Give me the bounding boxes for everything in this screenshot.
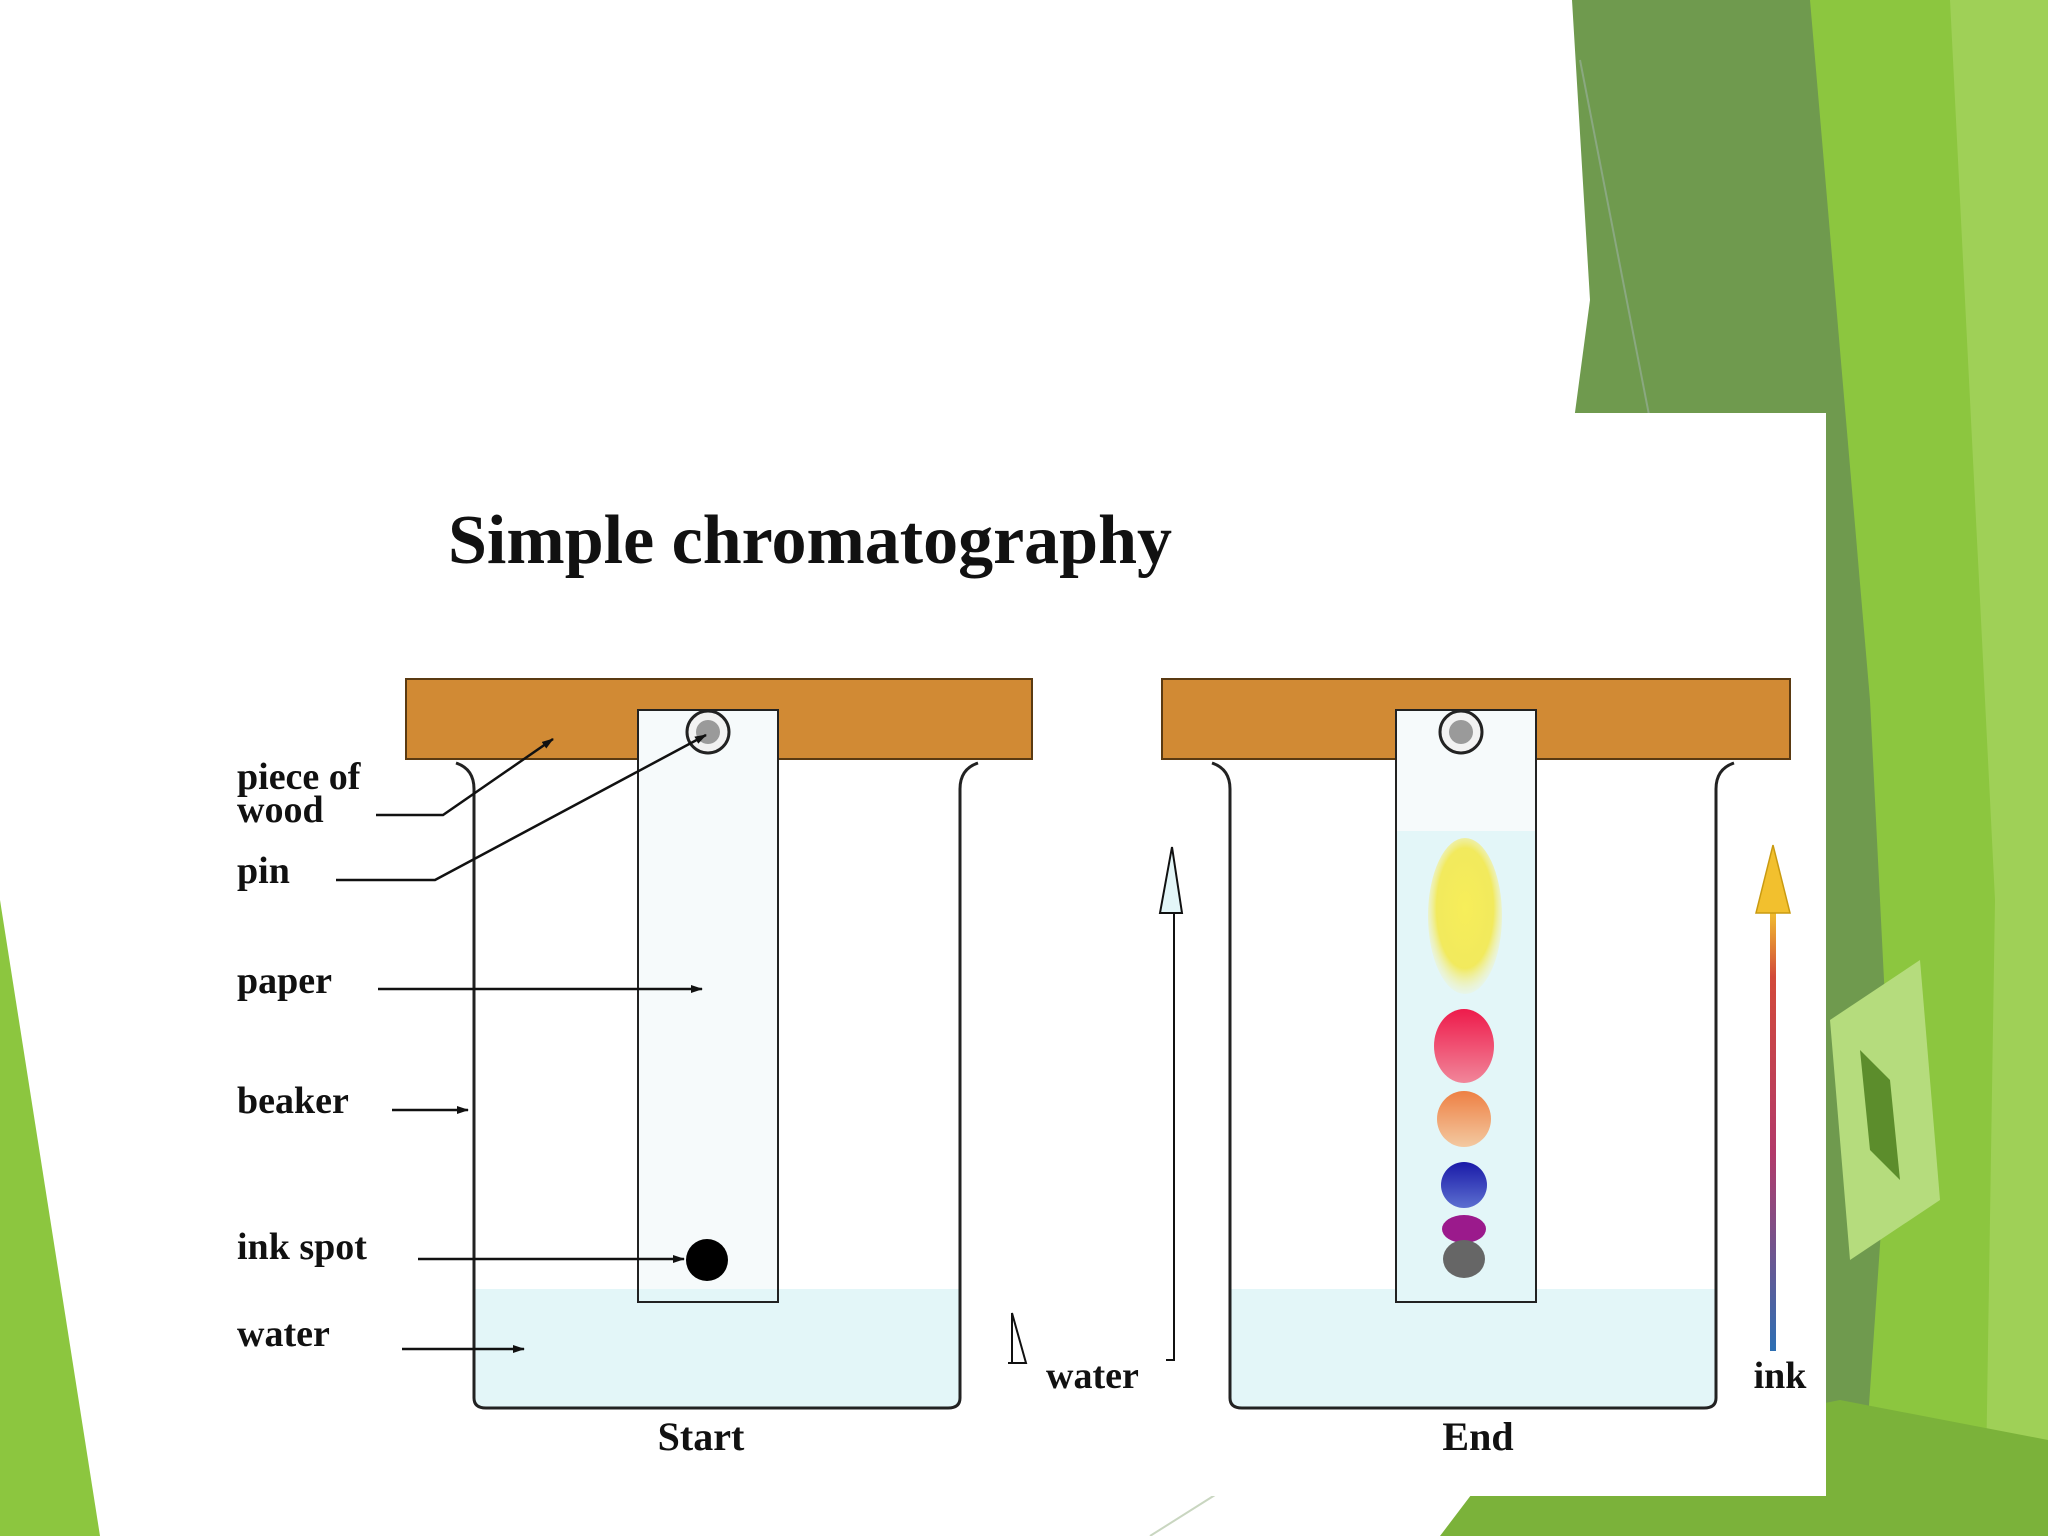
band-red [1434,1009,1494,1083]
green-facet-mid [1950,0,2048,1536]
facet-line [1579,59,1651,421]
band-yellow [1428,838,1502,994]
label-piece-of: piece of [237,756,362,798]
water-rise-arrow [1008,846,1184,1364]
label-end: End [1442,1414,1513,1459]
ink-rise-arrow [1755,844,1791,1351]
beaker-start [455,761,979,1410]
water-end [1230,1289,1716,1408]
label-start: Start [658,1414,745,1459]
band-blue [1441,1162,1487,1208]
paper-start [637,709,779,1303]
green-facet-deep [1860,1050,1900,1180]
leader-wood [376,737,554,817]
label-water-rise: water [1046,1355,1139,1397]
band-orange [1437,1091,1491,1147]
label-beaker: beaker [237,1080,349,1122]
pin-icon [1438,709,1484,755]
label-wood: wood [237,789,324,831]
band-grey [1443,1240,1485,1278]
chromatography-figure: Simple chromatography piece of wood pin … [206,413,1826,1496]
chromatography-diagram: Simple chromatography piece of wood pin … [237,502,1808,1459]
label-paper: paper [237,960,332,1002]
label-ink: ink [1754,1355,1808,1397]
label-water-start: water [237,1313,330,1355]
label-pin: pin [237,850,290,892]
leader-pin [336,733,707,882]
band-purple [1442,1215,1486,1243]
green-facet-left [0,900,100,1536]
pin-icon [685,709,731,755]
ink-spot [686,1239,728,1281]
figure-title: Simple chromatography [448,502,1172,579]
paper-start-wet [639,1289,777,1301]
water-start [474,1289,960,1408]
label-ink-spot: ink spot [237,1226,367,1268]
facet-line-bottom [1149,1494,1216,1536]
beaker-end [1211,761,1735,1410]
